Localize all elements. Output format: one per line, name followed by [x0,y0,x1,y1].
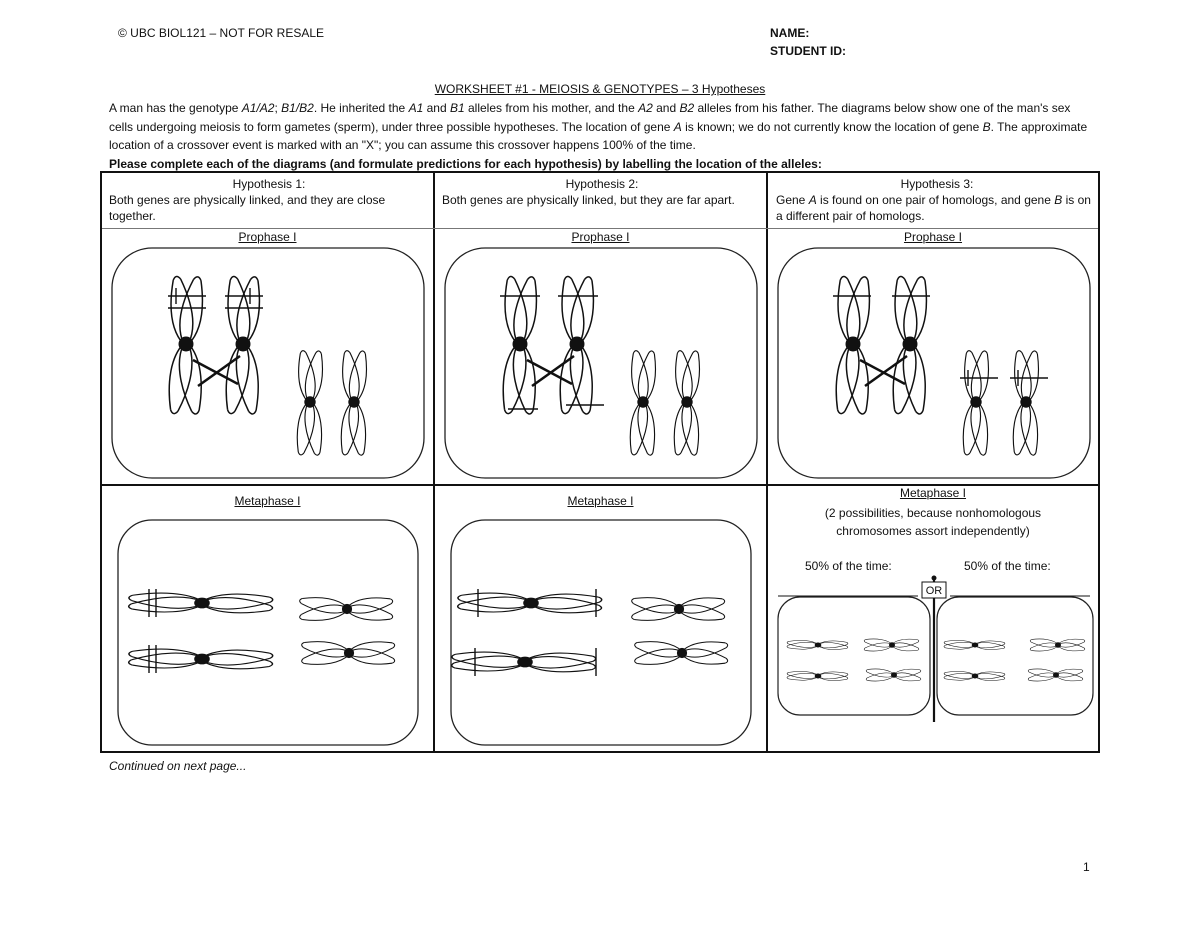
prophase-chromosomes-2 [498,275,704,456]
hypothesis-3-description: Gene A is found on one pair of homologs,… [776,193,1091,223]
page-number: 1 [1083,860,1090,874]
hypothesis-3-header: Hypothesis 3: Gene A is found on one pai… [776,176,1098,224]
prophase-label-2: Prophase I [571,230,630,244]
instruction-text: Please complete each of the diagrams (an… [109,156,822,171]
intro-text: A man has the genotype A1/A2; B1/B2. He … [109,99,1094,173]
metaphase-chromosomes-1 [128,589,396,673]
hypothesis-table: Hypothesis 1: Both genes are physically … [100,171,1100,753]
intro-paragraph: A man has the genotype A1/A2; B1/B2. He … [109,101,1088,152]
copyright-notice: © UBC BIOL121 – NOT FOR RESALE [118,26,325,40]
metaphase-cell-box-1 [117,519,419,746]
hypothesis-1-description: Both genes are physically linked, and th… [109,193,386,223]
prophase-chromosomes-1 [164,275,371,456]
metaphase-cell-box-3a [777,596,931,716]
prophase-cell-box-1 [111,247,425,479]
prophase-chromosomes-3 [831,275,1048,456]
metaphase-label-1: Metaphase I [234,494,301,508]
hypothesis-1-title: Hypothesis 1: [232,177,306,191]
hypothesis-1-header: Hypothesis 1: Both genes are physically … [109,176,429,224]
metaphase-cell-box-3b [936,596,1094,716]
prophase-label-3: Prophase I [903,230,963,244]
prophase-cell-box-3 [777,247,1091,479]
continued-note: Continued on next page... [109,759,247,773]
worksheet-title: WORKSHEET #1 - MEIOSIS & GENOTYPES – 3 H… [434,82,766,96]
half-time-label-left: 50% of the time: [805,559,892,573]
name-label: NAME: [770,26,810,40]
prophase-cell-box-2 [444,247,758,479]
hypothesis-2-description: Both genes are physically linked, but th… [442,193,735,207]
metaphase-label-3: Metaphase I [899,486,967,500]
metaphase-chromosomes-2 [451,589,729,676]
metaphase-label-2: Metaphase I [567,494,634,508]
prophase-label-1: Prophase I [238,230,297,244]
metaphase-possibilities-3: OR [777,575,1094,722]
hypothesis-3-title: Hypothesis 3: [900,177,974,191]
hypothesis-2-header: Hypothesis 2: Both genes are physically … [442,176,762,208]
metaphase-cell-box-2 [450,519,752,746]
half-time-label-right: 50% of the time: [964,559,1051,573]
hypothesis-2-title: Hypothesis 2: [565,177,639,191]
metaphase-note: (2 possibilities, because nonhomologous … [824,506,1042,538]
or-label: OR [926,585,943,597]
student-id-label: STUDENT ID: [770,44,846,58]
